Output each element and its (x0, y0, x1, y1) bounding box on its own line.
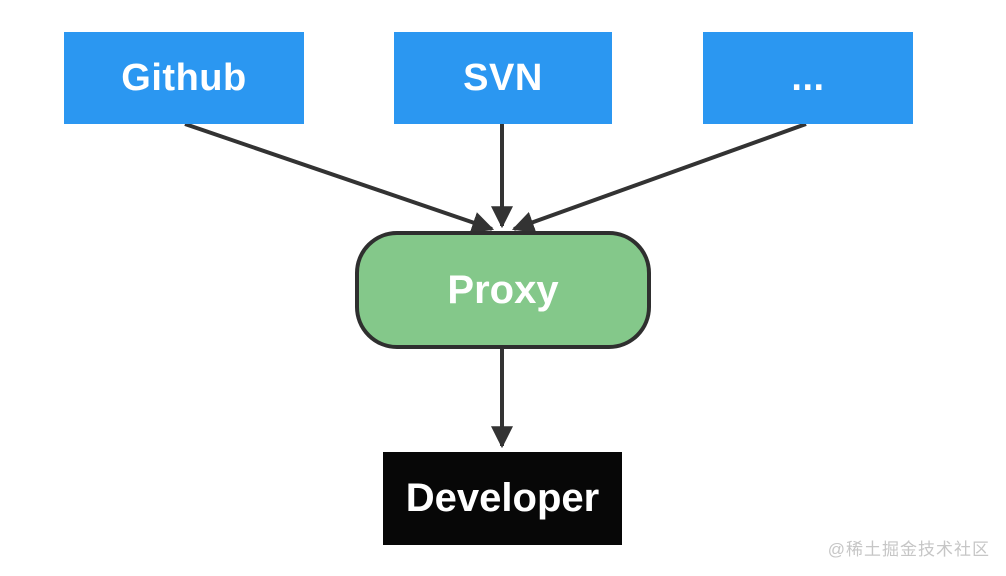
node-developer-label: Developer (405, 476, 600, 520)
node-proxy-label: Proxy (447, 267, 559, 312)
node-svn-label: SVN (463, 56, 543, 99)
edge-github-to-proxy (184, 122, 495, 234)
node-others: ... (703, 32, 913, 124)
node-developer: Developer (383, 452, 622, 545)
watermark: @稀土掘金技术社区 (827, 540, 990, 559)
node-proxy: Proxy (355, 231, 651, 349)
node-github: Github (64, 32, 304, 124)
node-svn: SVN (394, 32, 612, 124)
edge-others-to-proxy (511, 122, 807, 233)
node-github-label: Github (121, 56, 247, 99)
node-others-label: ... (791, 56, 825, 99)
